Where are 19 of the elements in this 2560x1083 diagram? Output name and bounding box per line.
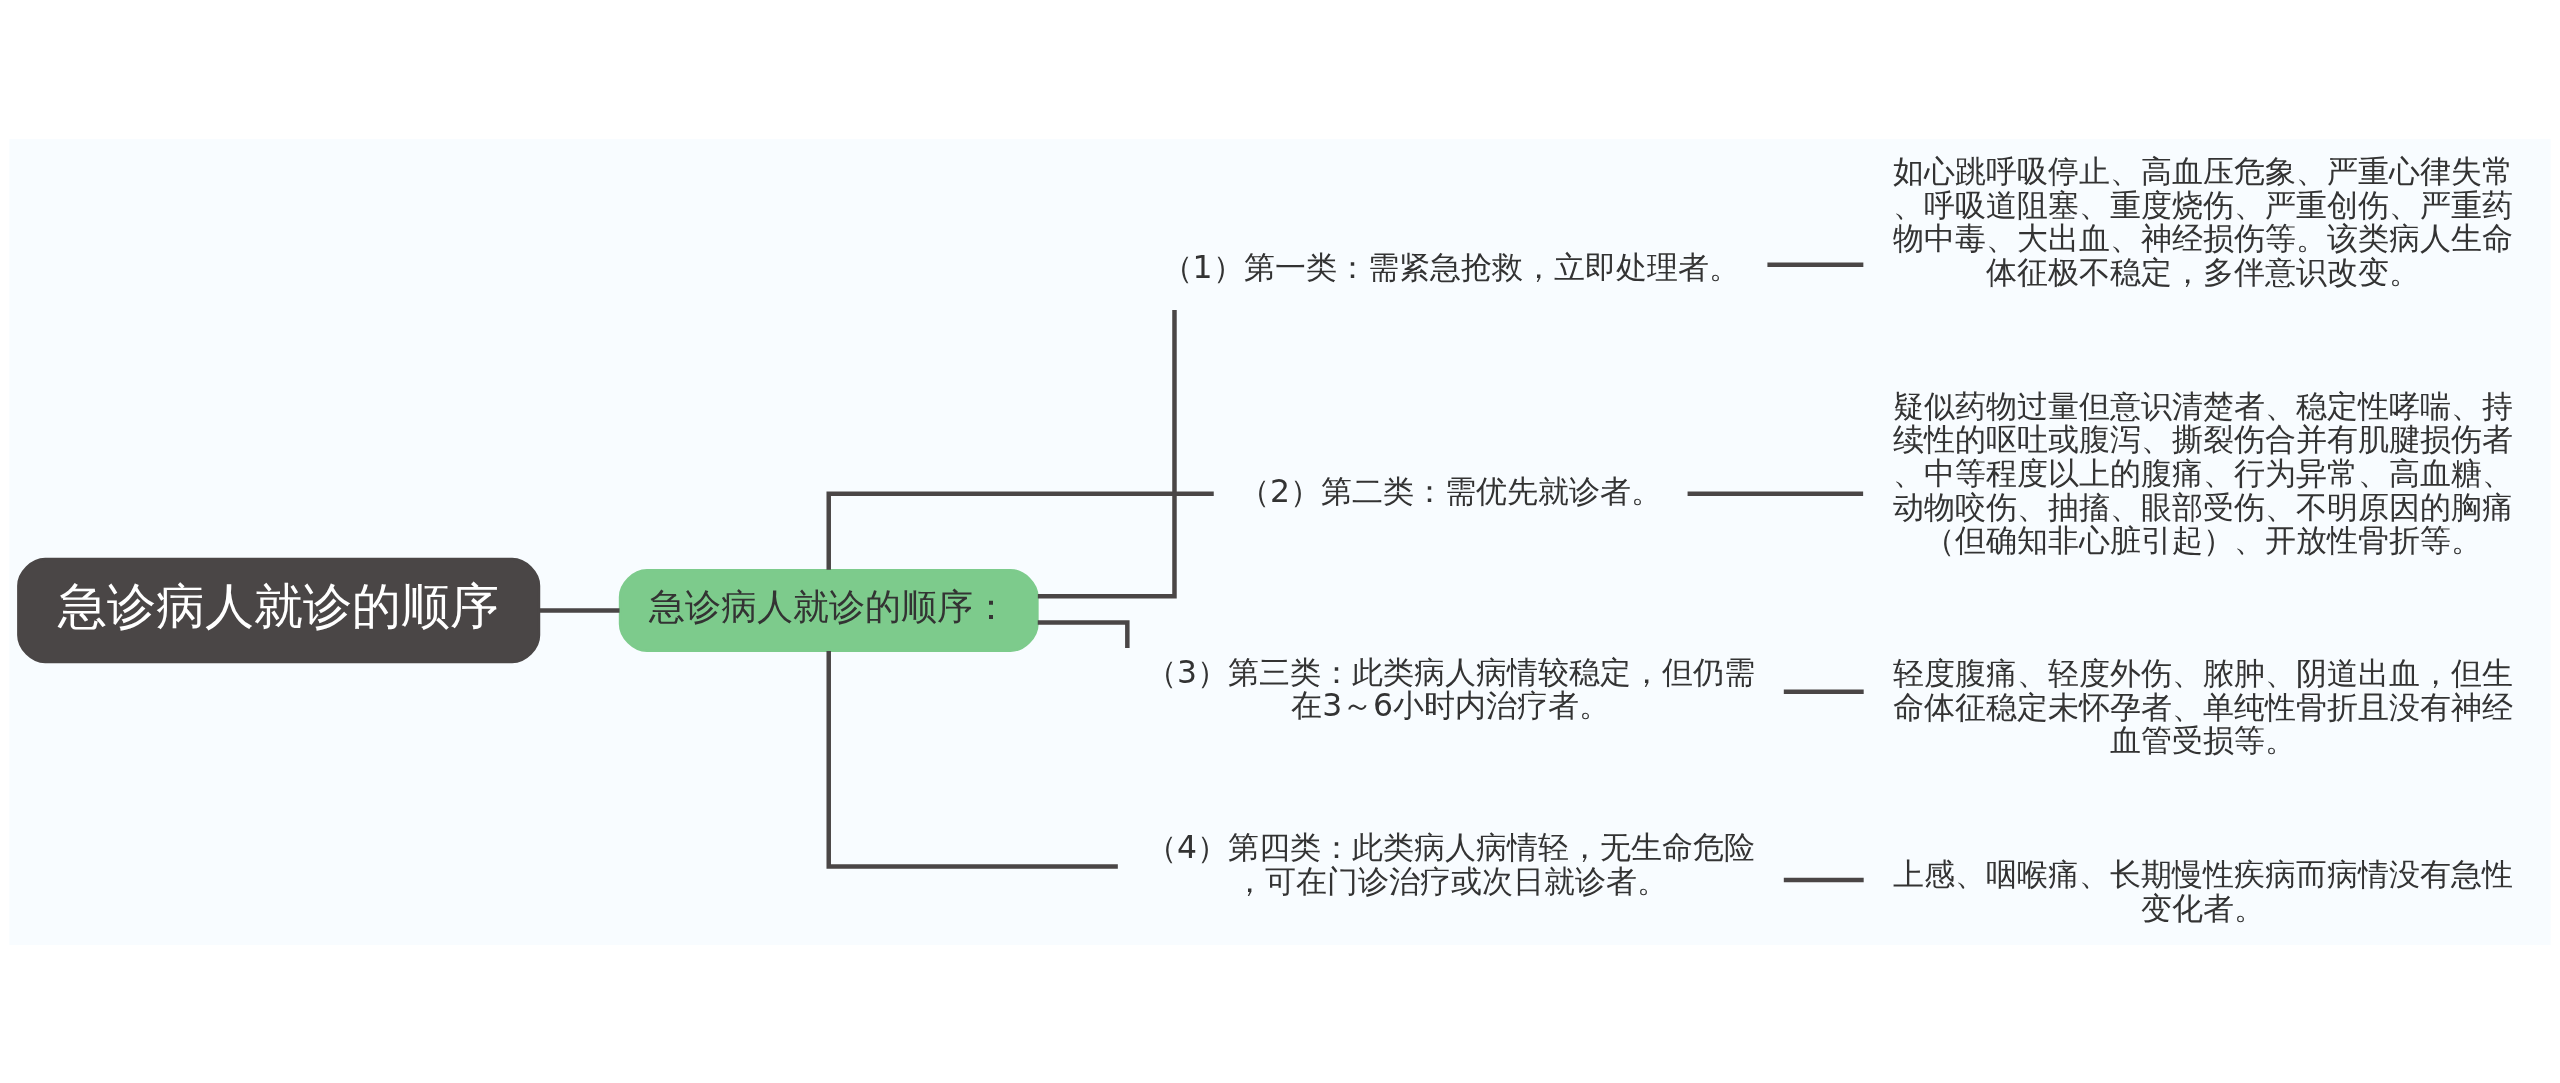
node-box: 急诊病人就诊的顺序 [17, 557, 541, 663]
node-text: （3）第三类：此类病人病情较稳定，但仍需在3～6小时内治疗者。 [1146, 653, 1756, 723]
connector [1037, 309, 1177, 598]
node-text: 轻度腹痛、轻度外伤、脓肿、阴道出血，但生命体征稳定未怀孕者、单纯性骨折且没有神经血管受损等。 [1892, 654, 2513, 758]
connector [1783, 877, 1864, 882]
connector [1687, 491, 1864, 496]
connector [826, 650, 1118, 869]
connector [1037, 619, 1130, 648]
connector [1767, 262, 1864, 267]
node-text: 上感、咽喉痛、长期慢性疾病而病情没有急性变化者。 [1892, 855, 2513, 926]
connector [1783, 689, 1864, 694]
connector [826, 491, 1214, 570]
node-text: （1）第一类：需紧急抢救，立即处理者。 [1161, 248, 1740, 285]
connector [539, 607, 620, 613]
node-text: （2）第二类：需优先就诊者。 [1239, 472, 1663, 509]
node-text: （4）第四类：此类病人病情轻，无生命危险，可在门诊治疗或次日就诊者。 [1146, 828, 1756, 899]
node-text: 如心跳呼吸停止、高血压危象、严重心律失常、呼吸道阻塞、重度烧伤、严重创伤、严重药物中毒、大出血、神经损伤等。该类病人生命体征极不稳定，多伴意识改变。 [1892, 152, 2513, 290]
node-box: 急诊病人就诊的顺序： [618, 568, 1039, 652]
node-text: 疑似药物过量但意识清楚者、稳定性哮喘、持续性的呕吐或腹泻、撕裂伤合并有肌腱损伤者、中等程度以上的腹痛、行为异常、高血糖、动物咬伤、抽搐、眼部受伤、不明原因的胸痛（但确知非心脏引起）、开放性骨折等。 [1892, 387, 2513, 558]
